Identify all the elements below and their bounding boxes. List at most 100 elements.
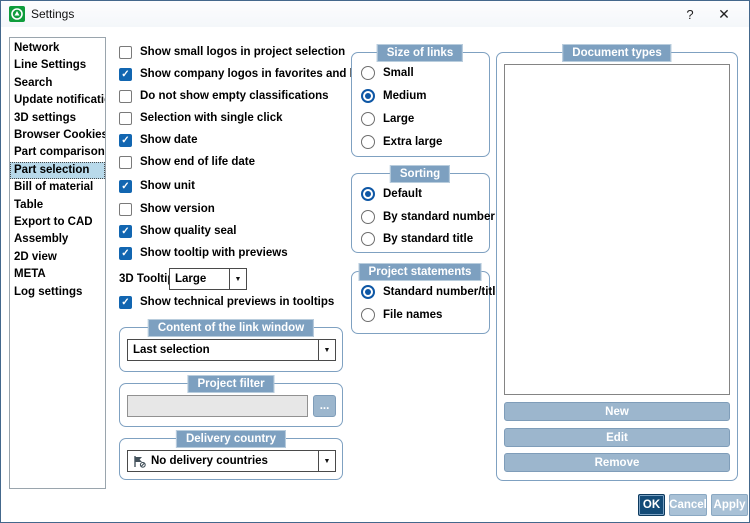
remove-button[interactable]: Remove <box>504 453 730 472</box>
checkbox[interactable]: ✓ <box>119 89 132 103</box>
sidebar-item-part-comparison[interactable]: Part comparison <box>14 146 105 159</box>
checkbox-label: Show small logos in project selection <box>140 46 346 58</box>
chevron-down-icon[interactable]: ▼ <box>318 451 335 471</box>
check-icon: ✓ <box>121 225 130 237</box>
checkbox[interactable]: ✓ <box>119 133 132 147</box>
chevron-down-icon[interactable]: ▼ <box>318 340 335 360</box>
sidebar-item-part-selection[interactable]: Part selection <box>10 161 105 180</box>
sidebar-item-browser-cookies[interactable]: Browser Cookies <box>14 129 106 142</box>
radio-size-extra-large[interactable]: Extra large <box>361 133 442 151</box>
no-delivery-icon <box>128 451 146 471</box>
3d-tooltip-row: 3D Tooltip: <box>119 268 178 290</box>
delivery-country-value: No delivery countries <box>151 455 268 467</box>
delivery-country-dropdown[interactable]: No delivery countries ▼ <box>127 450 336 472</box>
apply-button[interactable]: Apply <box>711 494 748 516</box>
checkbox-label: Show unit <box>140 180 195 192</box>
link-window-dropdown[interactable]: Last selection ▼ <box>127 339 336 361</box>
radio-button[interactable] <box>361 308 375 322</box>
3d-tooltip-label: 3D Tooltip: <box>119 273 179 285</box>
radio-button[interactable] <box>361 89 375 103</box>
checkbox[interactable]: ✓ <box>119 246 132 260</box>
window-title: Settings <box>31 7 75 21</box>
project-statements-group-title: Project statements <box>358 263 482 281</box>
close-button[interactable]: ✕ <box>718 5 730 22</box>
checkbox-label: Selection with single click <box>140 112 283 124</box>
checkbox[interactable]: ✓ <box>119 67 132 81</box>
checkbox[interactable]: ✓ <box>119 45 132 59</box>
sidebar-item-assembly[interactable]: Assembly <box>14 233 69 246</box>
radio-size-medium[interactable]: Medium <box>361 87 426 105</box>
checkbox-label: Show company logos in favorites and link… <box>140 68 376 80</box>
option-empty-classifications[interactable]: ✓ Do not show empty classifications <box>119 87 329 105</box>
checkbox[interactable]: ✓ <box>119 111 132 125</box>
option-show-unit[interactable]: ✓ Show unit <box>119 177 195 195</box>
sidebar-item-export-to-cad[interactable]: Export to CAD <box>14 216 93 229</box>
radio-button[interactable] <box>361 232 375 246</box>
link-window-value: Last selection <box>133 344 210 356</box>
option-tooltip-previews[interactable]: ✓ Show tooltip with previews <box>119 244 288 262</box>
sorting-group-title: Sorting <box>389 165 451 183</box>
checkbox[interactable]: ✓ <box>119 295 132 309</box>
sidebar-item-update-notification[interactable]: Update notification <box>14 94 105 107</box>
edit-button[interactable]: Edit <box>504 428 730 447</box>
checkbox-label: Show technical previews in tooltips <box>140 296 335 308</box>
option-single-click[interactable]: ✓ Selection with single click <box>119 109 283 127</box>
project-filter-group-title: Project filter <box>187 375 275 393</box>
project-filter-browse-button[interactable]: ... <box>313 395 336 417</box>
checkbox[interactable]: ✓ <box>119 224 132 238</box>
document-types-list[interactable] <box>504 64 730 395</box>
checkbox[interactable]: ✓ <box>119 155 132 169</box>
radio-size-small[interactable]: Small <box>361 64 414 82</box>
radio-button[interactable] <box>361 210 375 224</box>
option-technical-previews[interactable]: ✓ Show technical previews in tooltips <box>119 293 334 311</box>
cancel-button[interactable]: Cancel <box>669 494 707 516</box>
new-button[interactable]: New <box>504 402 730 421</box>
radio-sort-standard-title[interactable]: By standard title <box>361 230 473 248</box>
radio-size-large[interactable]: Large <box>361 110 414 128</box>
radio-button[interactable] <box>361 135 375 149</box>
option-show-company-logos[interactable]: ✓ Show company logos in favorites and li… <box>119 65 376 83</box>
radio-standard-number-title[interactable]: Standard number/title <box>361 283 502 301</box>
radio-sort-default[interactable]: Default <box>361 185 422 203</box>
size-of-links-group-title: Size of links <box>376 44 464 62</box>
radio-button[interactable] <box>361 112 375 126</box>
3d-tooltip-dropdown[interactable]: Large ▼ <box>169 268 247 290</box>
check-icon: ✓ <box>121 68 130 80</box>
radio-button[interactable] <box>361 187 375 201</box>
ok-button[interactable]: OK <box>638 494 665 516</box>
sidebar-item-line-settings[interactable]: Line Settings <box>14 59 87 72</box>
radio-button[interactable] <box>361 285 375 299</box>
chevron-down-icon[interactable]: ▼ <box>229 269 246 289</box>
sidebar-item-log-settings[interactable]: Log settings <box>14 285 83 298</box>
3d-tooltip-value: Large <box>175 273 207 285</box>
checkbox[interactable]: ✓ <box>119 179 132 193</box>
option-show-quality-seal[interactable]: ✓ Show quality seal <box>119 222 237 240</box>
check-icon: ✓ <box>121 247 130 259</box>
sidebar-item-table[interactable]: Table <box>14 198 44 211</box>
option-show-version[interactable]: ✓ Show version <box>119 200 215 218</box>
radio-sort-standard-number[interactable]: By standard number <box>361 208 495 226</box>
sidebar-item-bill-of-material[interactable]: Bill of material <box>14 181 94 194</box>
radio-button[interactable] <box>361 66 375 80</box>
checkbox-label: Show date <box>140 134 198 146</box>
checkbox-label: Show quality seal <box>140 225 237 237</box>
document-types-group-title: Document types <box>562 44 672 62</box>
title-bar: Settings ? ✕ <box>1 1 749 27</box>
sidebar-item-2d-view[interactable]: 2D view <box>14 250 57 263</box>
sidebar-item-3d-settings[interactable]: 3D settings <box>14 111 76 124</box>
project-filter-input[interactable] <box>127 395 308 417</box>
app-logo-icon <box>9 6 25 22</box>
check-icon: ✓ <box>121 296 130 308</box>
help-button[interactable]: ? <box>686 6 694 22</box>
checkbox-label: Show version <box>140 203 215 215</box>
sidebar-item-network[interactable]: Network <box>14 42 60 54</box>
radio-file-names[interactable]: File names <box>361 306 442 324</box>
sidebar-item-search[interactable]: Search <box>14 76 53 89</box>
option-show-small-logos[interactable]: ✓ Show small logos in project selection <box>119 43 345 61</box>
checkbox[interactable]: ✓ <box>119 202 132 216</box>
sidebar-item-meta[interactable]: META <box>14 268 46 281</box>
check-icon: ✓ <box>121 134 130 146</box>
option-show-eol-date[interactable]: ✓ Show end of life date <box>119 153 255 171</box>
option-show-date[interactable]: ✓ Show date <box>119 131 198 149</box>
